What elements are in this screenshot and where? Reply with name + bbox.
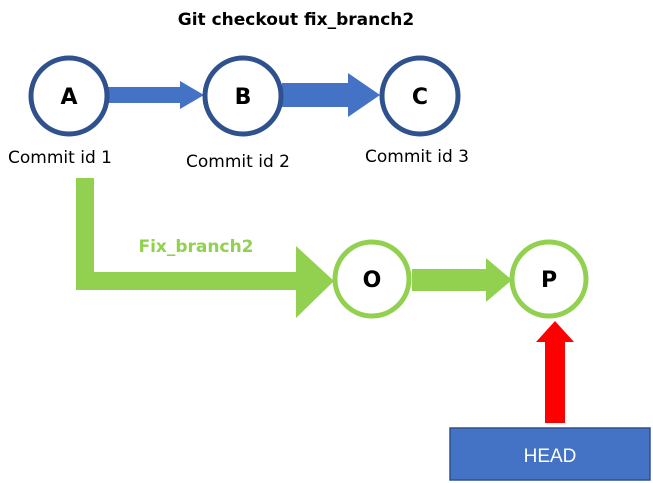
commit-node-o: O <box>332 239 412 319</box>
commit-node-o-label: O <box>363 268 382 293</box>
head-box: HEAD <box>449 427 651 481</box>
commit-node-p-label: P <box>541 268 557 293</box>
arrow-o-to-p <box>412 258 512 302</box>
head-label: HEAD <box>524 446 577 467</box>
commit-node-p: P <box>509 239 589 319</box>
commit-node-c: C <box>379 55 461 137</box>
commit-node-a: A <box>28 55 110 137</box>
branch-arrow-a-to-o <box>76 178 334 318</box>
commit-node-c-label: C <box>412 85 428 110</box>
commit-b-caption: Commit id 2 <box>186 152 290 172</box>
diagram-title: Git checkout fix_branch2 <box>178 10 415 30</box>
arrow-a-to-b <box>108 81 204 109</box>
branch-name-label: Fix_branch2 <box>138 237 253 257</box>
commit-c-caption: Commit id 3 <box>365 147 469 167</box>
commit-node-b-label: B <box>235 85 252 110</box>
commit-node-b: B <box>202 55 284 137</box>
commit-a-caption: Commit id 1 <box>8 148 112 168</box>
head-pointer-arrow <box>536 321 574 423</box>
arrow-b-to-c <box>282 73 380 117</box>
commit-node-a-label: A <box>60 85 77 110</box>
